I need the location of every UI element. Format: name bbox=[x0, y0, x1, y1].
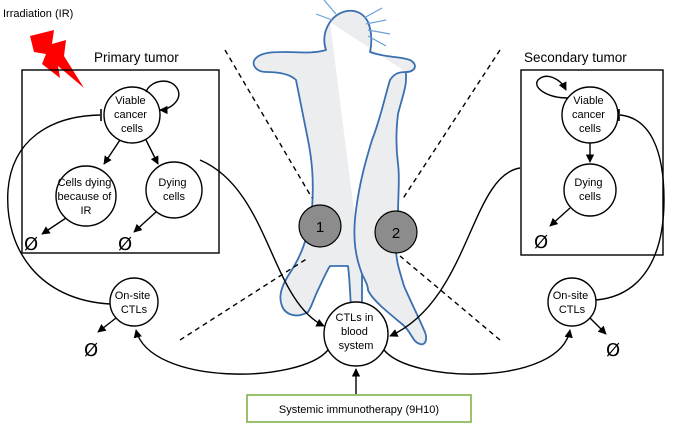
secondary-tumor-box bbox=[520, 69, 664, 256]
marker-1 bbox=[298, 204, 342, 248]
primary-self-renewal-arrow bbox=[145, 80, 180, 115]
whiskers bbox=[315, 0, 391, 47]
secondary-tumor-title: Secondary tumor bbox=[524, 50, 627, 65]
blood-to-primary-ctls-arrow bbox=[133, 329, 329, 375]
secondary-self-renewal-arrow bbox=[536, 75, 569, 99]
primary-dying-ir-label: Cells dying because of IR bbox=[58, 177, 115, 217]
dashed-guides bbox=[179, 49, 501, 341]
primary-dying-ir-clearance-arrow bbox=[41, 217, 67, 235]
primary-viable-cells-label: Viable cancer cells bbox=[114, 95, 150, 135]
primary-null-1: Ø bbox=[24, 234, 38, 255]
therapy-label: Systemic immunotherapy (9H10) bbox=[279, 404, 439, 416]
primary-tumor-box bbox=[21, 69, 220, 254]
irradiation-label: Irradiation (IR) bbox=[3, 8, 73, 20]
primary-dying-cells-node bbox=[145, 161, 203, 219]
secondary-ctl-clearance-arrow bbox=[589, 317, 607, 335]
marker-1-label: 1 bbox=[316, 219, 324, 236]
secondary-onsite-ctls-node bbox=[547, 277, 597, 327]
blood-to-secondary-ctls-arrow bbox=[383, 329, 573, 375]
lightning-icon bbox=[30, 30, 84, 88]
secondary-null-2: Ø bbox=[606, 340, 620, 361]
blood-ctls-label: CTLs in blood system bbox=[336, 312, 377, 352]
primary-null-2: Ø bbox=[118, 234, 132, 255]
primary-dying-to-blood-arrow bbox=[199, 159, 325, 327]
secondary-onsite-ctls-label: On-site CTLs bbox=[553, 290, 592, 316]
primary-ctl-clearance-arrow bbox=[97, 317, 117, 333]
marker-2-label: 2 bbox=[392, 225, 400, 242]
therapy-box bbox=[246, 394, 472, 423]
secondary-null-1: Ø bbox=[534, 232, 548, 253]
secondary-dying-cells-label: Dying cells bbox=[574, 177, 605, 203]
marker-2 bbox=[374, 210, 418, 254]
primary-viable-cells-node bbox=[103, 86, 161, 144]
secondary-dying-to-blood-arrow bbox=[389, 167, 521, 337]
primary-onsite-ctls-label: On-site CTLs bbox=[115, 290, 154, 316]
primary-dying-ir-node bbox=[55, 165, 117, 227]
mouse-illustration bbox=[252, 0, 427, 346]
primary-viable-to-dying-ir-arrow bbox=[103, 139, 121, 165]
primary-onsite-ctls-node bbox=[109, 277, 159, 327]
primary-ctl-inhibition-curve bbox=[7, 114, 111, 305]
primary-viable-to-dying-arrow bbox=[145, 139, 159, 165]
primary-null-3: Ø bbox=[84, 340, 98, 361]
primary-dying-cells-label: Dying cells bbox=[158, 177, 189, 203]
secondary-dying-cells-node bbox=[563, 163, 617, 217]
primary-tumor-title: Primary tumor bbox=[94, 50, 179, 65]
secondary-viable-cells-label: Viable cancer cells bbox=[572, 95, 608, 135]
primary-dying-clearance-arrow bbox=[133, 211, 157, 233]
secondary-dying-clearance-arrow bbox=[549, 207, 571, 227]
secondary-ctl-inhibition-curve bbox=[595, 114, 665, 301]
blood-ctls-node bbox=[323, 301, 389, 367]
